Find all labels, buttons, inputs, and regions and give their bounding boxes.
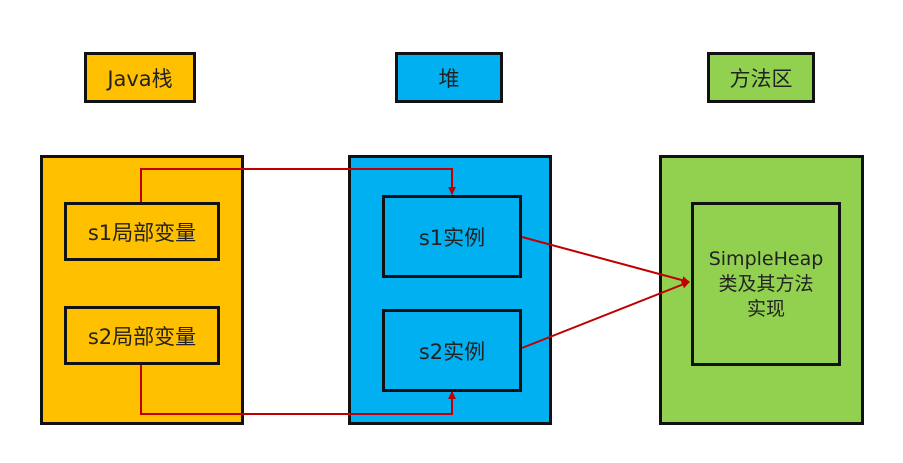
heap-header: 堆 [395, 52, 503, 103]
class-desc-1: 类及其方法 [718, 272, 814, 295]
arrow-s1-class [521, 236, 690, 285]
arrow-s1-ref [140, 168, 456, 202]
s1-local-variable: s1局部变量 [64, 202, 220, 261]
arrow-s2-class [521, 280, 690, 349]
arrow-s2-ref [140, 365, 456, 415]
method-area-header: 方法区 [707, 52, 815, 103]
stack-header: Java栈 [84, 52, 196, 103]
s2-local-variable: s2局部变量 [64, 306, 220, 365]
s2-instance: s2实例 [382, 309, 522, 392]
class-name: SimpleHeap [708, 247, 824, 270]
class-desc-2: 实现 [746, 297, 785, 320]
simpleheap-class-box: SimpleHeap 类及其方法 实现 [691, 202, 841, 366]
s1-instance: s1实例 [382, 195, 522, 278]
